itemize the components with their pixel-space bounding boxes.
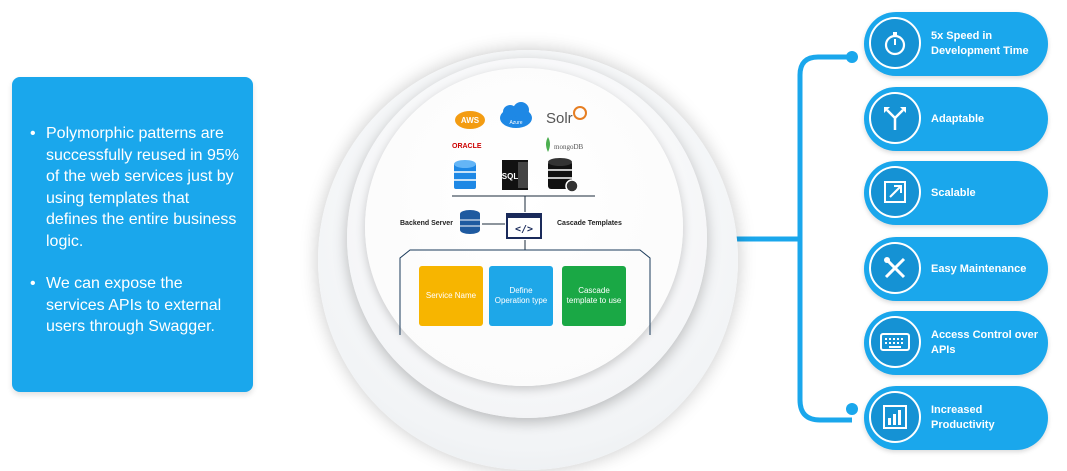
backend-server-icon bbox=[460, 210, 480, 234]
backend-server-label: Backend Server bbox=[400, 220, 453, 227]
expand-icon bbox=[869, 166, 921, 218]
svg-text:Azure: Azure bbox=[509, 120, 522, 126]
database-settings-icon bbox=[548, 158, 579, 193]
solr-logo: Solr bbox=[546, 106, 587, 127]
aws-logo: AWS bbox=[455, 111, 485, 129]
operation-type-box: Define Operation type bbox=[489, 266, 553, 326]
cascade-template-box: Cascade template to use bbox=[562, 266, 626, 326]
sql-icon: SQL bbox=[502, 160, 528, 190]
feature-productivity: Increased Productivity bbox=[864, 386, 1048, 450]
feature-speed: 5x Speed in Development Time bbox=[864, 12, 1048, 76]
bullet-reuse: Polymorphic patterns are successfully re… bbox=[30, 123, 243, 252]
svg-text:Solr: Solr bbox=[546, 110, 573, 127]
feature-adaptable: Adaptable bbox=[864, 87, 1048, 151]
feature-maintenance: Easy Maintenance bbox=[864, 237, 1048, 301]
bar-chart-icon bbox=[869, 391, 921, 443]
cascade-templates-label: Cascade Templates bbox=[557, 220, 622, 227]
code-window-icon: </> bbox=[506, 213, 542, 239]
svg-text:SQL: SQL bbox=[502, 172, 519, 181]
bullet-swagger: We can expose the services APIs to exter… bbox=[30, 273, 243, 338]
feature-scalable: Scalable bbox=[864, 161, 1048, 225]
database-icon bbox=[454, 160, 476, 189]
keyboard-icon bbox=[869, 316, 921, 368]
svg-text:</>: </> bbox=[515, 224, 533, 235]
azure-logo: Azure bbox=[500, 102, 532, 128]
feature-access-control: Access Control over APIs bbox=[864, 311, 1048, 375]
mongodb-logo: mongoDB bbox=[546, 137, 584, 152]
service-name-box: Service Name bbox=[419, 266, 483, 326]
info-box: Polymorphic patterns are successfully re… bbox=[12, 77, 253, 392]
adapt-arrows-icon bbox=[869, 92, 921, 144]
svg-text:AWS: AWS bbox=[461, 116, 480, 125]
oracle-logo: ORACLE bbox=[452, 143, 482, 150]
svg-text:mongoDB: mongoDB bbox=[554, 143, 584, 151]
info-bullets: Polymorphic patterns are successfully re… bbox=[30, 123, 243, 338]
tools-icon bbox=[869, 242, 921, 294]
stopwatch-icon bbox=[869, 17, 921, 69]
